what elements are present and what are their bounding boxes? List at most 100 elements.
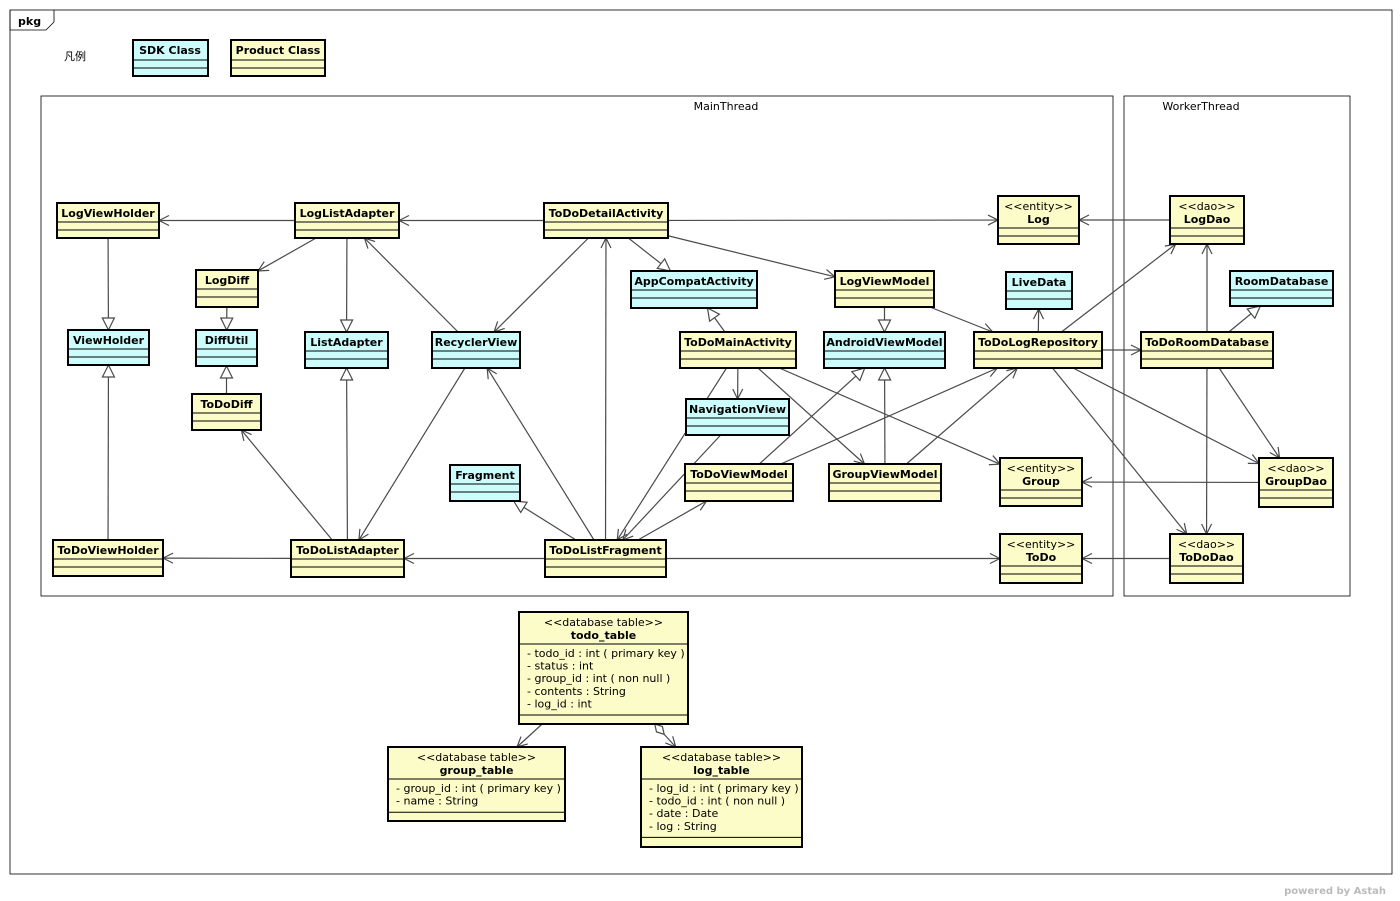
- class-NavigationView[interactable]: NavigationView: [685, 398, 790, 436]
- class-ToDoListFragment[interactable]: ToDoListFragment: [544, 539, 667, 578]
- relation-ToDoRoomDatabase-to-RoomDatabase: [1228, 306, 1260, 333]
- package-tab-label: pkg: [18, 15, 41, 28]
- powered-by-watermark: powered by Astah: [1284, 886, 1386, 897]
- class-name: LiveData: [1012, 276, 1067, 289]
- class-LogViewHolder[interactable]: LogViewHolder: [56, 202, 160, 239]
- class-attribute: - date : Date: [649, 807, 718, 820]
- class-attribute: - name : String: [396, 795, 478, 808]
- relation-ToDoLogRepository-to-LogDao: [1061, 244, 1175, 333]
- class-LiveData[interactable]: LiveData: [1005, 271, 1073, 310]
- relation-ToDoLogRepository-to-ToDoDao: [1052, 367, 1187, 534]
- class-RecyclerView[interactable]: RecyclerView: [431, 331, 521, 369]
- class-GroupDao[interactable]: <<dao>>GroupDao: [1258, 457, 1334, 508]
- class-name: NavigationView: [689, 403, 786, 416]
- class-name: RoomDatabase: [1235, 275, 1329, 288]
- class-LogDao[interactable]: <<dao>>LogDao: [1169, 195, 1245, 245]
- class-name: Group: [1022, 475, 1060, 488]
- class-name: ToDoDiff: [200, 398, 252, 411]
- class-name: ViewHolder: [73, 334, 145, 347]
- relation-ToDoListFragment-to-RecyclerView: [487, 368, 595, 541]
- class-Log[interactable]: <<entity>>Log: [997, 195, 1080, 245]
- relation-LogListAdapter-to-LogDiff: [258, 237, 317, 271]
- frame-main-thread: MainThread: [40, 95, 1114, 597]
- class-RoomDatabase[interactable]: RoomDatabase: [1229, 270, 1334, 307]
- class-ToDoDetailActivity[interactable]: ToDoDetailActivity: [543, 202, 669, 239]
- legend: 凡例 SDK Class Product Class: [64, 39, 326, 77]
- class-Fragment[interactable]: Fragment: [449, 464, 521, 502]
- class-name: ToDoLogRepository: [978, 336, 1098, 349]
- class-stereotype: <<dao>>: [1178, 538, 1235, 551]
- legend-sdk-class: SDK Class: [132, 39, 209, 77]
- class-name: todo_table: [571, 629, 637, 642]
- class-stereotype: <<entity>>: [1004, 200, 1073, 213]
- class-name: ToDoListFragment: [549, 544, 661, 557]
- class-ToDoViewHolder[interactable]: ToDoViewHolder: [52, 539, 164, 577]
- relation-todo_table-to-group_table: [517, 723, 543, 747]
- class-name: RecyclerView: [435, 336, 518, 349]
- class-stereotype: <<database table>>: [662, 751, 781, 764]
- class-stereotype: <<entity>>: [1007, 538, 1076, 551]
- relation-ToDoListAdapter-to-ListAdapter: [347, 368, 348, 541]
- class-ToDoLogRepository[interactable]: ToDoLogRepository: [973, 331, 1103, 369]
- class-AndroidViewModel[interactable]: AndroidViewModel: [823, 331, 946, 369]
- legend-title: 凡例: [64, 49, 86, 63]
- class-name: log_table: [693, 764, 750, 777]
- class-name: ToDo: [1026, 551, 1057, 564]
- class-Group[interactable]: <<entity>>Group: [999, 457, 1083, 507]
- class-name: ToDoDetailActivity: [549, 207, 664, 220]
- class-AppCompatActivity[interactable]: AppCompatActivity: [630, 270, 758, 309]
- relation-ToDoDetailActivity-to-RecyclerView: [494, 237, 589, 332]
- class-group_table[interactable]: <<database table>>group_table- group_id …: [387, 746, 566, 822]
- class-attribute: - log_id : int ( primary key ): [649, 782, 799, 795]
- class-log_table[interactable]: <<database table>>log_table - log_id : in…: [640, 746, 803, 848]
- relation-ToDoViewModel-to-ToDoLogRepository: [780, 368, 998, 465]
- class-DiffUtil[interactable]: DiffUtil: [195, 329, 258, 367]
- frame-worker-thread-label: WorkerThread: [1162, 100, 1239, 113]
- relation-RecyclerView-to-LogListAdapter: [364, 238, 459, 333]
- class-LogListAdapter[interactable]: LogListAdapter: [294, 202, 400, 239]
- class-name: LogDao: [1184, 213, 1231, 226]
- class-name: LogViewHolder: [61, 207, 155, 220]
- class-stereotype: <<entity>>: [1007, 462, 1076, 475]
- legend-product-class: Product Class: [230, 39, 326, 77]
- class-ToDoRoomDatabase[interactable]: ToDoRoomDatabase: [1140, 331, 1274, 369]
- class-ToDo[interactable]: <<entity>>ToDo: [999, 533, 1083, 584]
- class-name: GroupViewModel: [832, 468, 937, 481]
- class-name: group_table: [440, 764, 514, 777]
- class-name: Log: [1027, 213, 1049, 226]
- class-attribute: - todo_id : int ( primary key ): [527, 647, 685, 660]
- class-name: GroupDao: [1265, 475, 1327, 488]
- class-todo_table[interactable]: <<database table>>todo_table - todo_id : …: [518, 611, 689, 725]
- class-name: LogDiff: [205, 274, 249, 287]
- frame-worker-thread: WorkerThread: [1123, 95, 1351, 597]
- relation-GroupViewModel-to-ToDoLogRepository: [905, 368, 1017, 465]
- relation-ToDoLogRepository-to-GroupDao: [1072, 367, 1259, 463]
- class-ToDoListAdapter[interactable]: ToDoListAdapter: [290, 539, 405, 578]
- class-ViewHolder[interactable]: ViewHolder: [67, 329, 150, 366]
- class-stereotype: <<database table>>: [417, 751, 536, 764]
- class-name: ToDoRoomDatabase: [1145, 336, 1269, 349]
- class-name: ListAdapter: [310, 336, 383, 349]
- class-attribute: - group_id : int ( non null ): [527, 672, 670, 685]
- class-ToDoDiff[interactable]: ToDoDiff: [191, 393, 262, 431]
- class-ToDoMainActivity[interactable]: ToDoMainActivity: [679, 331, 797, 369]
- class-attribute: - log_id : int: [527, 697, 593, 710]
- class-name: ToDoViewModel: [690, 468, 788, 481]
- class-ToDoDao[interactable]: <<dao>>ToDoDao: [1169, 533, 1244, 584]
- class-ListAdapter[interactable]: ListAdapter: [304, 331, 389, 369]
- frame-main-thread-label: MainThread: [694, 100, 759, 113]
- class-name: LogViewModel: [840, 275, 930, 288]
- legend-product-label: Product Class: [236, 44, 321, 57]
- class-LogViewModel[interactable]: LogViewModel: [834, 270, 935, 308]
- package-frame: pkg: [9, 9, 1393, 875]
- class-GroupViewModel[interactable]: GroupViewModel: [828, 463, 942, 502]
- class-ToDoViewModel[interactable]: ToDoViewModel: [684, 463, 794, 502]
- relation-ToDoListAdapter-to-ToDoDiff: [241, 430, 333, 541]
- class-LogDiff[interactable]: LogDiff: [195, 269, 259, 308]
- class-stereotype: <<database table>>: [544, 616, 663, 629]
- relations: [108, 220, 1280, 747]
- class-name: AppCompatActivity: [634, 275, 753, 288]
- class-name: AndroidViewModel: [826, 336, 942, 349]
- class-attribute: - todo_id : int ( non null ): [649, 795, 785, 808]
